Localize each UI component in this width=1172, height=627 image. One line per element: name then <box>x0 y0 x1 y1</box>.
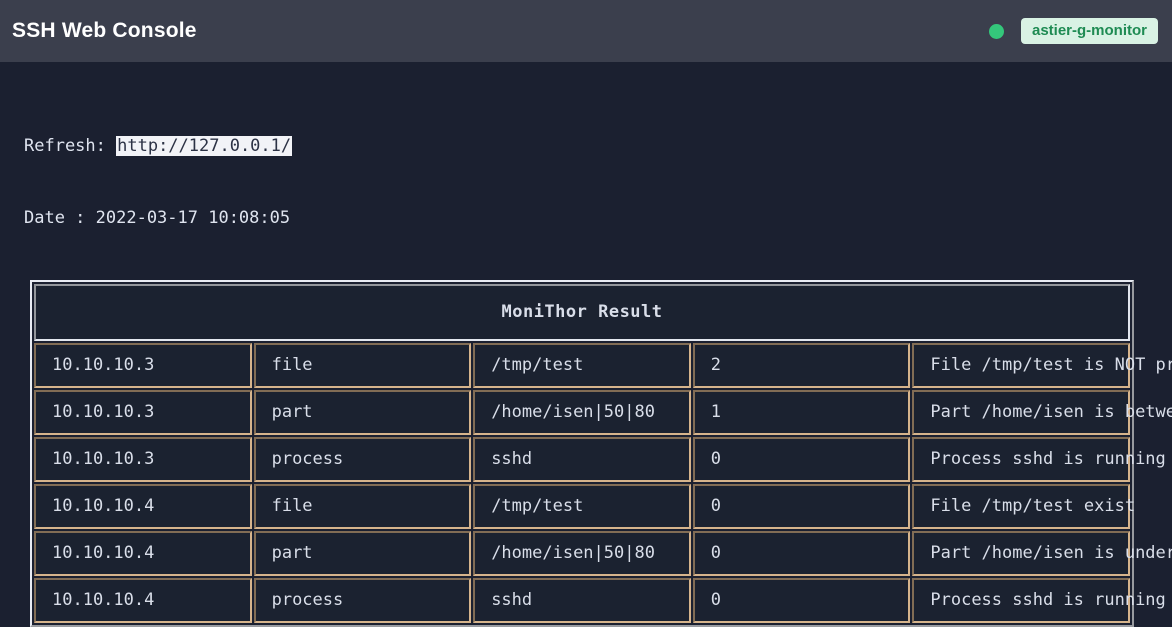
cell-message: Part /home/isen is under 50% : 1 <box>912 531 1172 576</box>
cell-return-code: 0 <box>692 437 911 482</box>
cell-message: Part /home/isen is between 50% and 80% :… <box>912 390 1172 435</box>
app-header-bar: SSH Web Console astier-g-monitor <box>0 0 1172 64</box>
cell-check-type: process <box>253 578 472 623</box>
cell-host: 10.10.10.4 <box>34 531 252 576</box>
page-title: SSH Web Console <box>12 19 197 42</box>
cell-message: File /tmp/test exist <box>912 484 1135 529</box>
cell-check-type: process <box>253 437 472 482</box>
cell-message: File /tmp/test is NOT present <box>912 343 1172 388</box>
cell-host: 10.10.10.4 <box>34 484 252 529</box>
cell-return-code: 0 <box>692 531 911 576</box>
date-line: Date : 2022-03-17 10:08:05 <box>24 208 291 228</box>
cell-check-type: part <box>253 531 472 576</box>
cell-message: Process sshd is running <box>912 437 1166 482</box>
cell-return-code: 0 <box>692 484 911 529</box>
refresh-line: Refresh: http://127.0.0.1/ <box>24 134 1172 158</box>
cell-return-code: 1 <box>692 390 911 435</box>
console-info-block: Refresh: http://127.0.0.1/ Date : 2022-0… <box>24 86 1172 254</box>
status-badge: astier-g-monitor <box>1020 18 1158 44</box>
cell-return-code: 2 <box>692 343 911 388</box>
cell-argument: /home/isen|50|80 <box>473 531 691 576</box>
refresh-label: Refresh: <box>24 136 117 156</box>
cell-host: 10.10.10.3 <box>34 343 252 388</box>
connection-status-group: astier-g-monitor <box>988 18 1158 44</box>
cell-return-code: 0 <box>692 578 911 623</box>
cell-check-type: file <box>253 484 472 529</box>
cell-argument: /tmp/test <box>473 343 691 388</box>
online-status-dot <box>988 23 1004 39</box>
refresh-url-link[interactable]: http://127.0.0.1/ <box>116 136 293 156</box>
cell-host: 10.10.10.4 <box>34 578 252 623</box>
cell-check-type: file <box>253 343 472 388</box>
cell-message: Process sshd is running <box>912 578 1166 623</box>
cell-host: 10.10.10.3 <box>34 437 252 482</box>
cell-check-type: part <box>253 390 472 435</box>
cell-argument: /home/isen|50|80 <box>473 390 691 435</box>
cell-argument: sshd <box>473 578 691 623</box>
table-title: MoniThor Result <box>34 284 1130 341</box>
table-title-row: MoniThor Result <box>34 284 1130 341</box>
table-head: MoniThor Result <box>34 284 1130 341</box>
cell-argument: /tmp/test <box>473 484 691 529</box>
cell-argument: sshd <box>473 437 691 482</box>
cell-host: 10.10.10.3 <box>34 390 252 435</box>
